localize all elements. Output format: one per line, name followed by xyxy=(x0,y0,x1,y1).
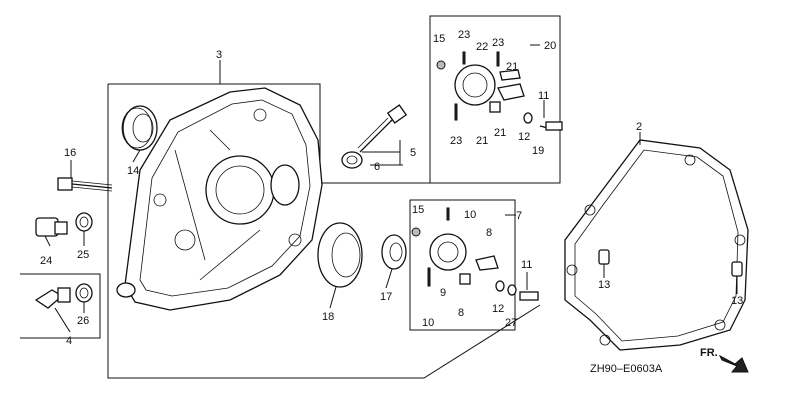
oil-filler-plug xyxy=(35,212,93,237)
case-cover xyxy=(116,87,323,311)
label-27: 27 xyxy=(505,317,517,329)
label-16: 16 xyxy=(64,147,76,159)
governor-assembly-lower xyxy=(411,207,539,301)
radial-ball-bearing xyxy=(317,222,407,288)
label-8a: 8 xyxy=(486,227,492,239)
label-12b: 12 xyxy=(492,303,504,315)
label-17: 17 xyxy=(380,291,392,303)
front-indicator: FR. xyxy=(700,347,718,359)
label-21a: 21 xyxy=(506,61,518,73)
label-13a: 13 xyxy=(598,279,610,291)
label-3: 3 xyxy=(216,49,222,61)
label-19: 19 xyxy=(532,145,544,157)
label-21b: 21 xyxy=(476,135,488,147)
label-23b: 23 xyxy=(492,37,504,49)
label-26: 26 xyxy=(77,315,89,327)
label-23c: 23 xyxy=(450,135,462,147)
part-labels: 1 2 3 4 5 6 7 8 8 9 10 10 11 11 12 12 13… xyxy=(40,29,743,347)
label-23a: 23 xyxy=(458,29,470,41)
label-15a: 15 xyxy=(433,33,445,45)
label-6: 6 xyxy=(374,161,380,173)
label-7: 7 xyxy=(516,210,522,222)
case-cover-gasket xyxy=(564,139,749,351)
label-13b: 13 xyxy=(731,295,743,307)
leader-lines xyxy=(44,44,738,333)
label-20: 20 xyxy=(544,40,556,52)
oil-level-gauge xyxy=(34,283,93,309)
label-5: 5 xyxy=(410,147,416,159)
label-18: 18 xyxy=(322,311,334,323)
label-10b: 10 xyxy=(422,317,434,329)
governor-shaft xyxy=(341,104,408,169)
label-9: 9 xyxy=(440,287,446,299)
label-2: 2 xyxy=(636,121,642,133)
label-12a: 12 xyxy=(518,131,530,143)
label-22: 22 xyxy=(476,41,488,53)
diagram-code: ZH90–E0603A xyxy=(590,363,663,375)
governor-assembly-upper xyxy=(436,51,563,131)
label-25: 25 xyxy=(77,249,89,261)
oil-seal xyxy=(121,105,158,151)
label-11b: 11 xyxy=(521,259,532,271)
group-frames xyxy=(20,15,561,379)
front-direction-arrow-icon xyxy=(718,354,749,373)
label-21c: 21 xyxy=(494,127,506,139)
label-14: 14 xyxy=(127,165,139,177)
label-8b: 8 xyxy=(458,307,464,319)
label-10a: 10 xyxy=(464,209,476,221)
label-4: 4 xyxy=(66,335,72,347)
flange-bolt xyxy=(57,177,113,192)
label-11a: 11 xyxy=(538,90,549,102)
label-24: 24 xyxy=(40,255,52,267)
label-15b: 15 xyxy=(412,204,424,216)
